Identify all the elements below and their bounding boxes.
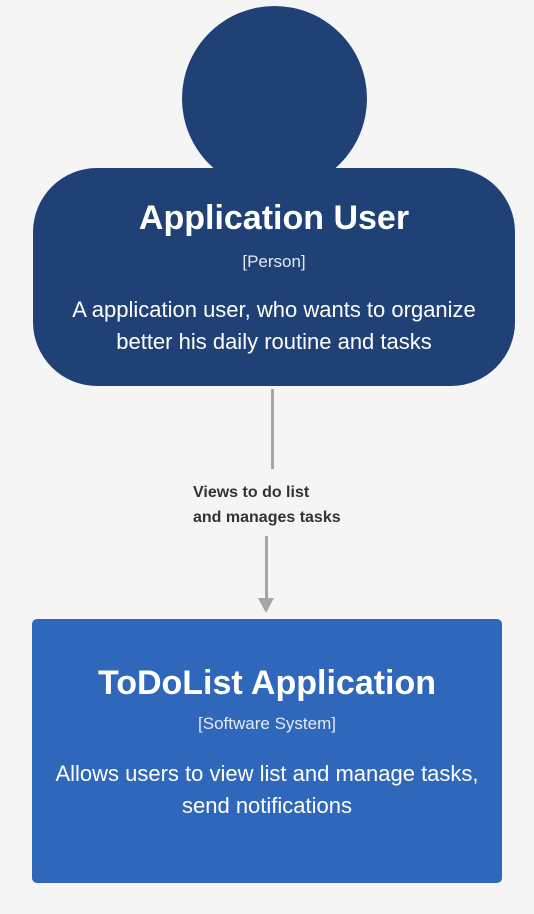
system-type-label: [Software System] xyxy=(198,714,336,733)
relationship-arrowhead-icon xyxy=(258,598,274,613)
system-title: ToDoList Application xyxy=(97,664,437,702)
relationship-line-lower xyxy=(265,536,268,600)
person-description: A application user, who wants to organiz… xyxy=(72,297,476,354)
relationship-label: Views to do list and manages tasks xyxy=(193,484,341,526)
person-type-label: [Person] xyxy=(242,252,306,271)
software-system-node-todolist-application[interactable]: ToDoList Application [Software System] A… xyxy=(32,619,502,883)
relationship-line-upper xyxy=(271,389,274,469)
system-description: Allows users to view list and manage tas… xyxy=(55,761,479,818)
person-node-application-user[interactable]: Application User [Person] A application … xyxy=(33,168,515,386)
person-head-shape xyxy=(182,6,367,191)
person-title: Application User xyxy=(138,199,410,237)
